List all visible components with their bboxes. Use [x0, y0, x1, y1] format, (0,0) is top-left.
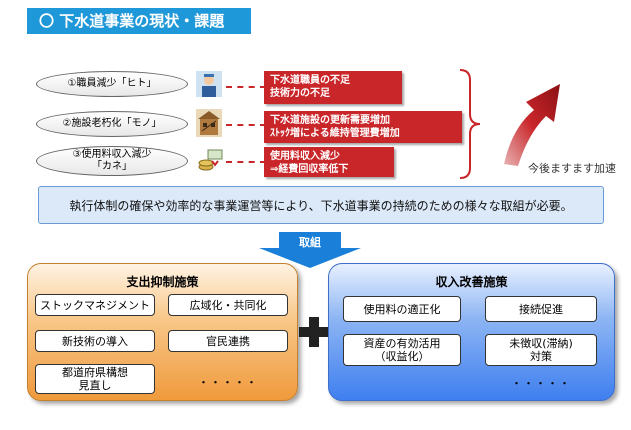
panel-title: 支出抑制施策: [126, 275, 199, 289]
issue-box-staff: 下水道職員の不足 技術力の不足: [264, 71, 402, 104]
measure-item: 官民連携: [168, 330, 288, 352]
right-brace: [459, 69, 481, 179]
measure-label: 接続促進: [519, 302, 563, 316]
issue-box-line: 下水道職員の不足: [270, 75, 350, 86]
accelerating-arrow-icon: [504, 84, 560, 166]
measure-item: 使用料の適正化: [343, 296, 461, 322]
more-ellipsis: ・・・・・: [511, 377, 571, 390]
measure-label-line: 見直し: [78, 379, 112, 392]
measure-item: 広域化・共同化: [168, 294, 288, 316]
issue-label-line: 「カネ」: [92, 161, 132, 172]
measure-item: 未徴収(滞納) 対策: [485, 334, 597, 366]
issue-box-line: 技術力の不足: [270, 88, 330, 99]
measure-label-line: （収益化）: [374, 350, 430, 363]
measure-item: 資産の有効活用 （収益化）: [343, 334, 461, 366]
issue-box-line: ⇒経費回収率低下: [270, 164, 349, 175]
more-ellipsis: ・・・・・: [198, 376, 258, 389]
measure-item: ストックマネジメント: [35, 294, 155, 316]
measure-label-line: 対策: [530, 350, 552, 363]
accelerating-label: 今後ますます加速: [528, 162, 616, 175]
issue-box-facilities: 下水道施設の更新需要増加 ｽﾄｯｸ増による維持管理費増加: [264, 111, 462, 143]
worker-icon: [196, 71, 222, 97]
page-title: 〇 下水道事業の現状・課題: [27, 8, 251, 34]
banner-text: 執行体制の確保や効率的な事業運営等により、下水道事業の持続のための様々な取組が必…: [69, 198, 573, 213]
issue-box-revenue: 使用料収入減少 ⇒経費回収率低下: [264, 147, 394, 177]
measure-label: 新技術の導入: [62, 334, 128, 348]
connector-line: [226, 124, 266, 126]
issue-label: ①職員減少「ヒト」: [67, 78, 157, 89]
plus-icon: [299, 317, 329, 347]
panel-title: 収入改善施策: [435, 275, 508, 289]
key-message-banner: 執行体制の確保や効率的な事業運営等により、下水道事業の持続のための様々な取組が必…: [38, 186, 604, 224]
measure-label: ストックマネジメント: [40, 298, 150, 312]
connector-line: [226, 86, 266, 88]
issue-box-line: 下水道施設の更新需要増加: [270, 115, 390, 126]
aging-building-icon: [196, 109, 222, 137]
measure-label-line: 未徴収(滞納): [509, 337, 573, 350]
arrow-label: 取組: [299, 236, 321, 249]
issue-oval-revenue: ③使用料収入減少 「カネ」: [36, 146, 188, 176]
issue-label: ②施設老朽化「モノ」: [62, 118, 162, 129]
connector-line: [226, 161, 266, 163]
measure-label: 使用料の適正化: [363, 302, 441, 316]
measure-item: 新技術の導入: [35, 330, 155, 352]
issue-box-line: ｽﾄｯｸ増による維持管理費増加: [270, 128, 400, 139]
measure-item: 都道府県構想 見直し: [35, 364, 155, 394]
measure-item: 接続促進: [485, 296, 597, 322]
measure-label-line: 資産の有効活用: [363, 337, 441, 350]
money-icon: [197, 147, 223, 173]
issue-box-line: 使用料収入減少: [270, 151, 340, 162]
measure-label: 広域化・共同化: [189, 298, 267, 312]
revenue-improvement-panel: 収入改善施策 使用料の適正化 接続促進 資産の有効活用 （収益化） 未徴収(滞納…: [328, 263, 615, 401]
measure-label: 官民連携: [206, 334, 250, 348]
measure-label-line: 都道府県構想: [62, 366, 128, 379]
issue-oval-facilities: ②施設老朽化「モノ」: [36, 111, 188, 137]
issue-label-line: ③使用料収入減少: [72, 149, 152, 160]
expenditure-reduction-panel: 支出抑制施策 ストックマネジメント 広域化・共同化 新技術の導入 官民連携 都道…: [27, 263, 298, 401]
issue-oval-staff: ①職員減少「ヒト」: [36, 71, 188, 97]
down-arrow-icon: [259, 232, 361, 268]
